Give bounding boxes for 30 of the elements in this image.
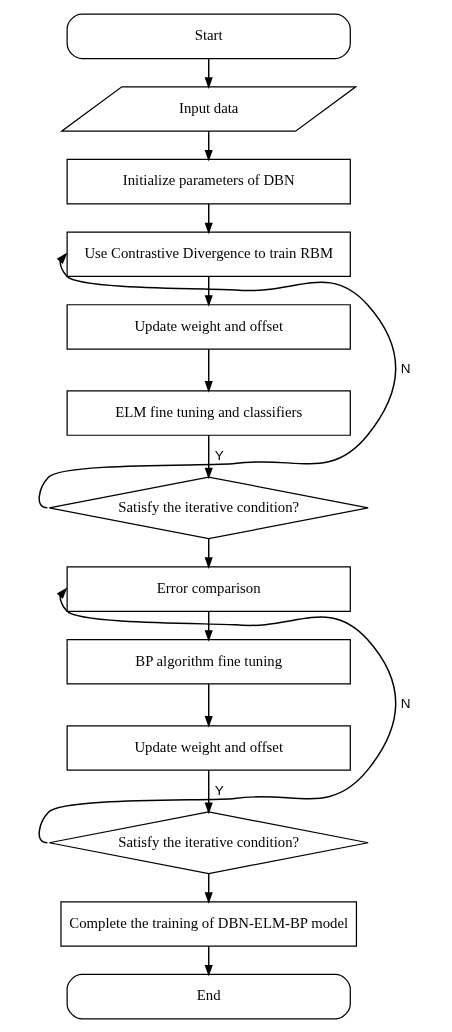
arrow: [204, 348, 213, 393]
node-box: Initialize parameters of DBN: [66, 158, 351, 204]
node-diamond: Satisfy the iterative condition?: [48, 475, 369, 539]
node-diamond: Satisfy the iterative condition?: [48, 810, 369, 874]
node-box: Update weight and offset: [66, 303, 351, 350]
edge-label: N: [400, 695, 411, 711]
arrow: [38, 586, 397, 843]
arrow: [204, 768, 213, 814]
arrow: [204, 434, 213, 479]
arrow: [204, 537, 213, 569]
node-box: Update weight and offset: [66, 724, 351, 771]
arrow: [204, 57, 213, 89]
node-box: ELM fine tuning and classifiers: [66, 389, 351, 436]
arrow: [204, 945, 213, 977]
arrow: [204, 275, 213, 307]
edge-label: N: [400, 360, 411, 376]
arrow: [204, 610, 213, 642]
node-box: Start: [66, 13, 351, 59]
node-box: End: [66, 973, 351, 1019]
arrow: [204, 130, 213, 162]
node-box: Use Contrastive Divergence to train RBM: [66, 231, 351, 277]
edge-label: Y: [214, 447, 224, 463]
arrow: [204, 872, 213, 904]
node-box: Complete the training of DBN-ELM-BP model: [60, 900, 358, 947]
arrow: [204, 682, 213, 728]
arrow: [38, 252, 397, 509]
node-box: BP algorithm fine tuning: [66, 638, 351, 685]
node-box: Error comparison: [66, 565, 351, 612]
edge-label: Y: [214, 781, 224, 797]
arrow: [204, 202, 213, 234]
